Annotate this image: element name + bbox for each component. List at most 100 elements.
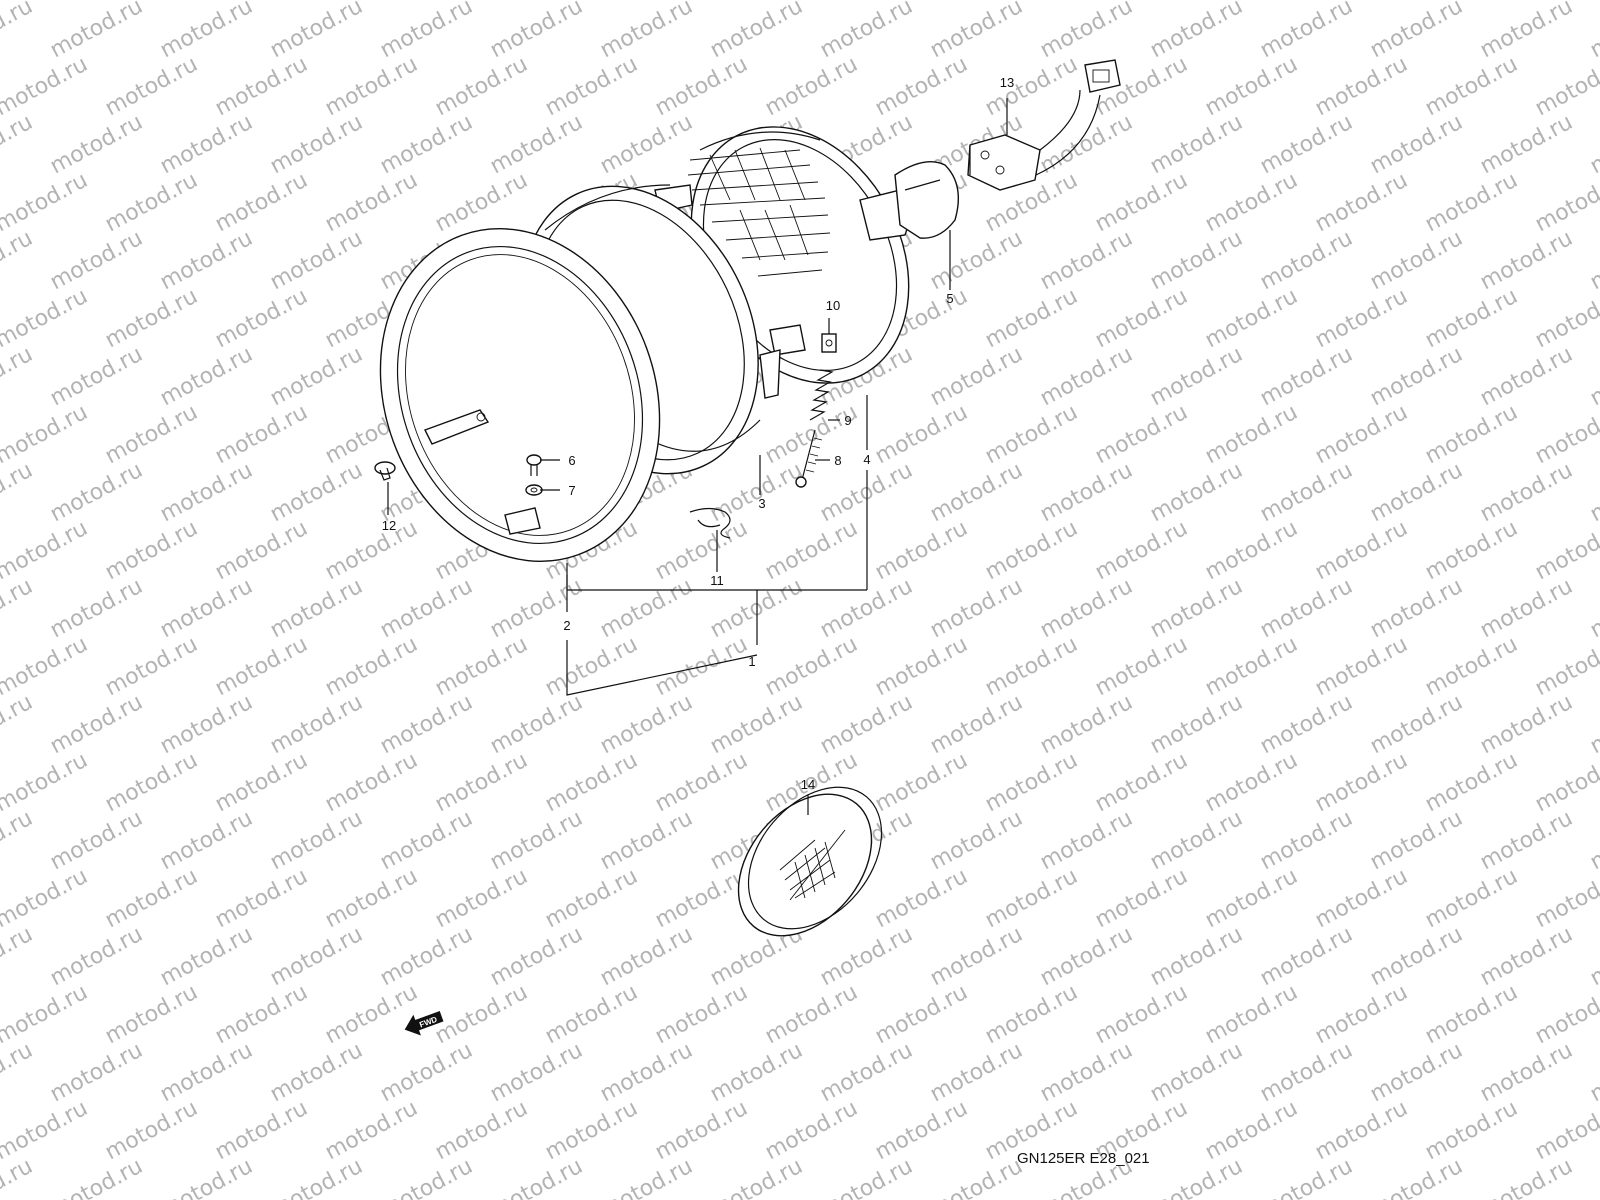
watermark-text: motod.ru bbox=[1036, 0, 1137, 63]
watermark-text: motod.ru bbox=[1586, 110, 1600, 179]
watermark-text: motod.ru bbox=[651, 1096, 752, 1165]
watermark-text: motod.ru bbox=[1586, 806, 1600, 875]
part-10-clip bbox=[821, 333, 837, 353]
watermark-text: motod.ru bbox=[651, 980, 752, 1049]
watermark-text: motod.ru bbox=[1201, 516, 1302, 585]
watermark-text: motod.ru bbox=[376, 110, 477, 179]
watermark-text: motod.ru bbox=[816, 1154, 917, 1200]
watermark-text: motod.ru bbox=[1586, 458, 1600, 527]
watermark-text: motod.ru bbox=[1036, 342, 1137, 411]
watermark-text: motod.ru bbox=[1146, 574, 1247, 643]
watermark-text: motod.ru bbox=[1091, 632, 1192, 701]
watermark-text: motod.ru bbox=[1311, 864, 1412, 933]
watermark-text: motod.ru bbox=[926, 226, 1027, 295]
watermark-text: motod.ru bbox=[321, 516, 422, 585]
watermark-text: motod.ru bbox=[1256, 806, 1357, 875]
watermark-text: motod.ru bbox=[926, 458, 1027, 527]
callout-part-3: 3 bbox=[758, 496, 765, 511]
watermark-text: motod.ru bbox=[1256, 226, 1357, 295]
part-12-screw bbox=[374, 461, 396, 481]
watermark-text: motod.ru bbox=[431, 864, 532, 933]
watermark-text: motod.ru bbox=[1256, 922, 1357, 991]
watermark-text: motod.ru bbox=[1036, 922, 1137, 991]
watermark-text: motod.ru bbox=[101, 168, 202, 237]
watermark-text: motod.ru bbox=[211, 632, 312, 701]
watermark-text: motod.ru bbox=[321, 1096, 422, 1165]
watermark-text: motod.ru bbox=[266, 574, 367, 643]
watermark-text: motod.ru bbox=[761, 52, 862, 121]
watermark-text: motod.ru bbox=[376, 574, 477, 643]
watermark-text: motod.ru bbox=[156, 806, 257, 875]
watermark-text: motod.ru bbox=[376, 922, 477, 991]
watermark-text: motod.ru bbox=[156, 342, 257, 411]
watermark-text: motod.ru bbox=[431, 748, 532, 817]
watermark-text: motod.ru bbox=[0, 458, 37, 527]
part-13-socket-connector bbox=[967, 59, 1121, 191]
watermark-text: motod.ru bbox=[871, 400, 972, 469]
watermark-text: motod.ru bbox=[541, 52, 642, 121]
watermark-text: motod.ru bbox=[486, 690, 587, 759]
watermark-text: motod.ru bbox=[1146, 110, 1247, 179]
watermark-text: motod.ru bbox=[1476, 922, 1577, 991]
forward-direction-arrow: FWD bbox=[404, 1011, 444, 1036]
watermark-text: motod.ru bbox=[871, 52, 972, 121]
part-5-socket-cover bbox=[894, 161, 959, 239]
watermark-text: motod.ru bbox=[101, 284, 202, 353]
watermark-text: motod.ru bbox=[156, 458, 257, 527]
watermark-text: motod.ru bbox=[101, 748, 202, 817]
watermark-text: motod.ru bbox=[101, 52, 202, 121]
watermark-text: motod.ru bbox=[211, 980, 312, 1049]
watermark-text: motod.ru bbox=[0, 1096, 92, 1165]
watermark-text: motod.ru bbox=[376, 806, 477, 875]
watermark-text: motod.ru bbox=[1476, 458, 1577, 527]
watermark-text: motod.ru bbox=[1256, 110, 1357, 179]
watermark-text: motod.ru bbox=[1201, 748, 1302, 817]
watermark-text: motod.ru bbox=[156, 0, 257, 63]
watermark-text: motod.ru bbox=[1586, 574, 1600, 643]
watermark-text: motod.ru bbox=[266, 922, 367, 991]
watermark-text: motod.ru bbox=[596, 1154, 697, 1200]
watermark-text: motod.ru bbox=[1146, 922, 1247, 991]
watermark-text: motod.ru bbox=[1146, 806, 1247, 875]
watermark-text: motod.ru bbox=[926, 806, 1027, 875]
watermark-text: motod.ru bbox=[266, 0, 367, 63]
watermark-text: motod.ru bbox=[1201, 864, 1302, 933]
watermark-text: motod.ru bbox=[266, 1154, 367, 1200]
watermark-text: motod.ru bbox=[1366, 1038, 1467, 1107]
callout-part-4: 4 bbox=[863, 452, 870, 467]
watermark-text: motod.ru bbox=[431, 632, 532, 701]
watermark-text: motod.ru bbox=[1256, 458, 1357, 527]
watermark-text: motod.ru bbox=[981, 516, 1082, 585]
callout-part-9: 9 bbox=[844, 413, 851, 428]
part-7-nut bbox=[525, 484, 543, 496]
watermark-text: motod.ru bbox=[1201, 284, 1302, 353]
watermark-text: motod.ru bbox=[1366, 342, 1467, 411]
watermark-text: motod.ru bbox=[101, 864, 202, 933]
watermark-text: motod.ru bbox=[1256, 574, 1357, 643]
watermark-text: motod.ru bbox=[211, 168, 312, 237]
watermark-text: motod.ru bbox=[46, 1038, 147, 1107]
watermark-text: motod.ru bbox=[0, 226, 37, 295]
watermark-text: motod.ru bbox=[926, 1154, 1027, 1200]
watermark-text: motod.ru bbox=[1091, 284, 1192, 353]
watermark-text: motod.ru bbox=[1421, 400, 1522, 469]
watermark-text: motod.ru bbox=[266, 690, 367, 759]
watermark-text: motod.ru bbox=[596, 922, 697, 991]
watermark-text: motod.ru bbox=[541, 632, 642, 701]
watermark-text: motod.ru bbox=[1091, 516, 1192, 585]
watermark-text: motod.ru bbox=[46, 574, 147, 643]
watermark-text: motod.ru bbox=[486, 574, 587, 643]
watermark-text: motod.ru bbox=[156, 110, 257, 179]
watermark-text: motod.ru bbox=[1366, 110, 1467, 179]
watermark-text: motod.ru bbox=[376, 1154, 477, 1200]
watermark-text: motod.ru bbox=[871, 748, 972, 817]
watermark-text: motod.ru bbox=[651, 52, 752, 121]
callout-part-11: 11 bbox=[710, 573, 724, 588]
watermark-text: motod.ru bbox=[0, 284, 92, 353]
watermark-text: motod.ru bbox=[431, 168, 532, 237]
watermark-text: motod.ru bbox=[1311, 400, 1412, 469]
watermark-text: motod.ru bbox=[1586, 922, 1600, 991]
watermark-text: motod.ru bbox=[0, 342, 37, 411]
watermark-text: motod.ru bbox=[1421, 632, 1522, 701]
watermark-text: motod.ru bbox=[1201, 980, 1302, 1049]
